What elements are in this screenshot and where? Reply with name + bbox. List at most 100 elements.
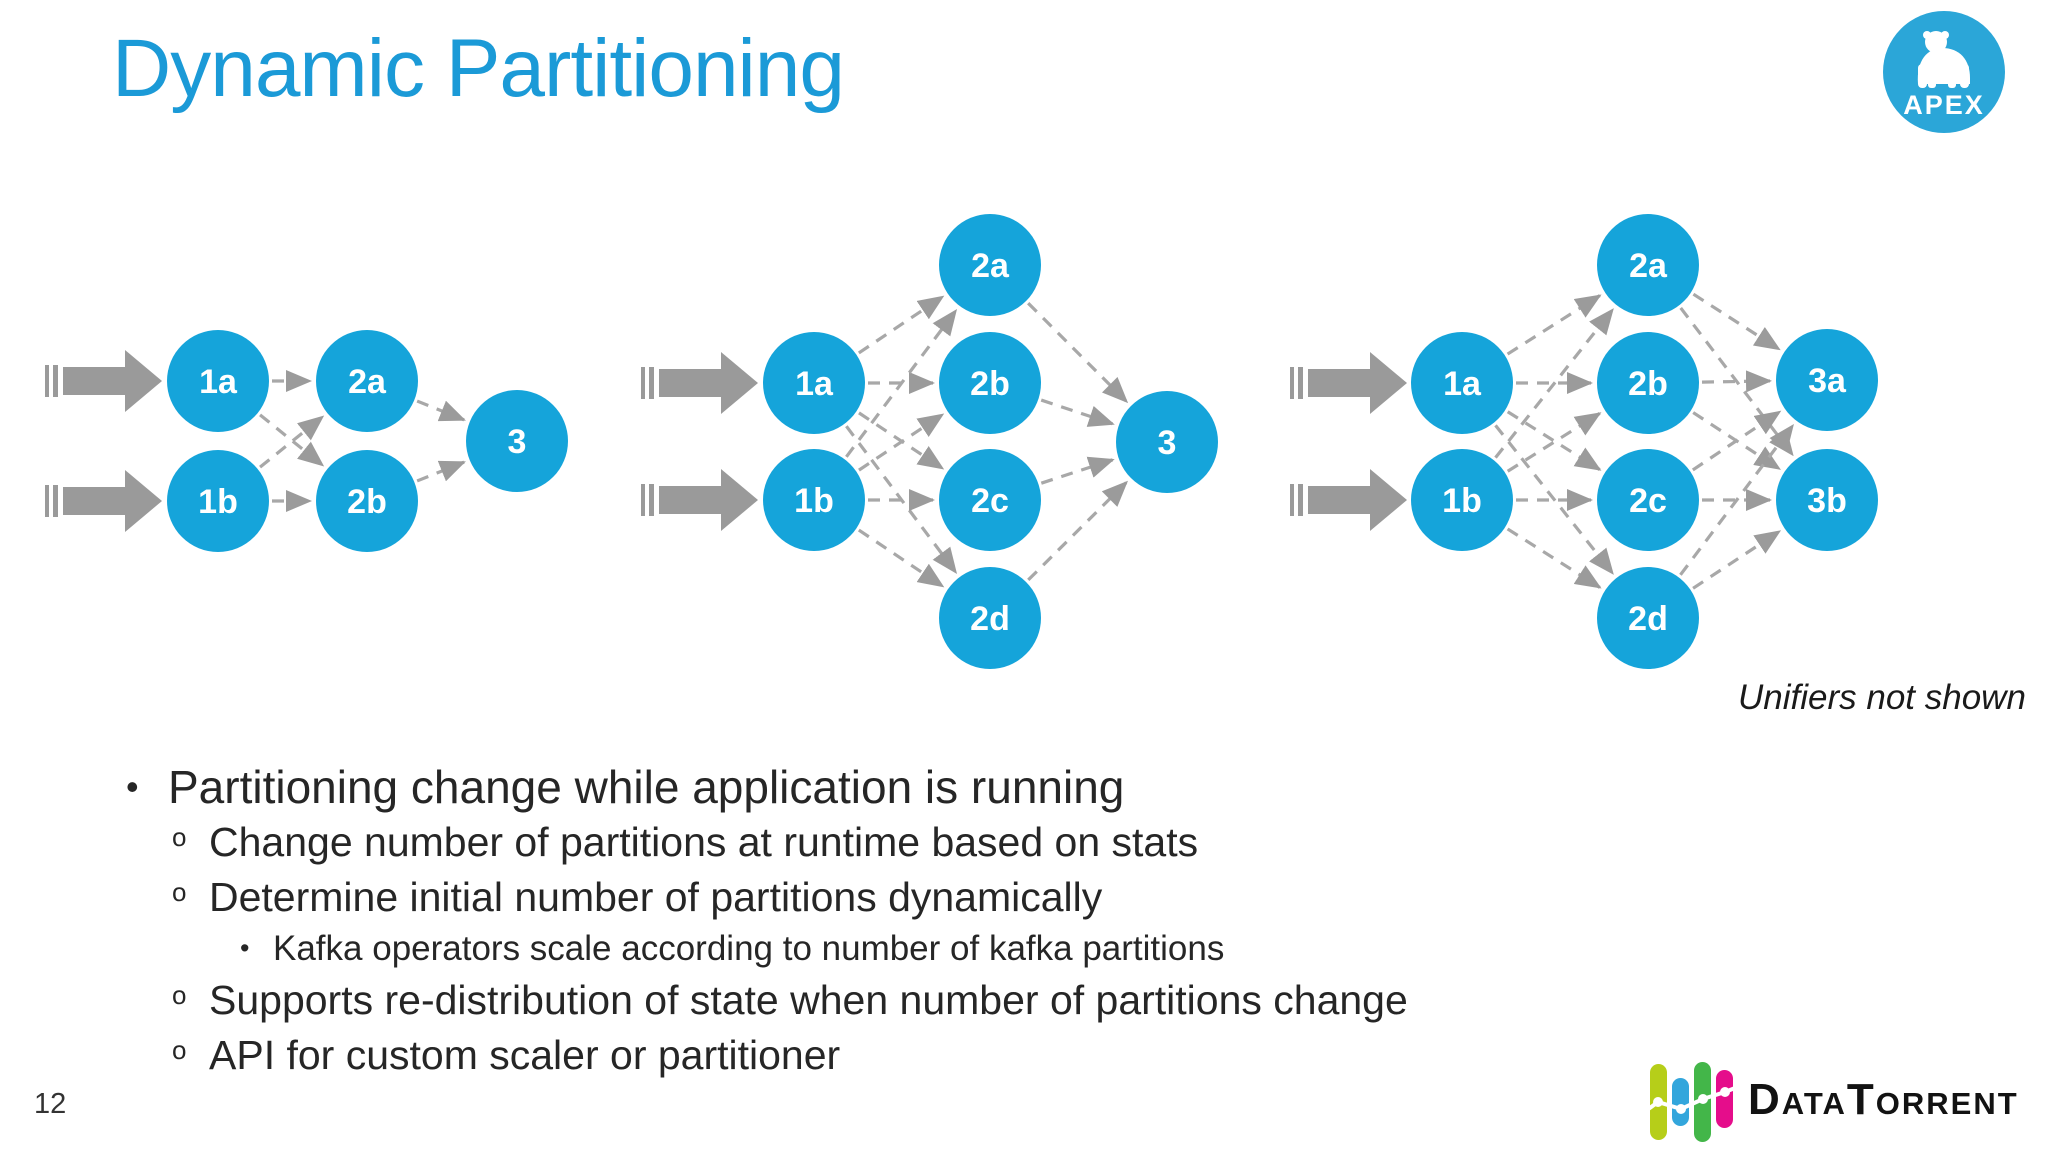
node-label: 2b	[970, 365, 1010, 403]
edge-1b-2d	[857, 528, 945, 588]
node-label: 2d	[1628, 600, 1668, 638]
node-1b	[1411, 449, 1513, 551]
edge-1b-2b	[1506, 411, 1602, 473]
datatorrent-wordmark: DataTorrent	[1748, 1075, 2019, 1124]
bullet-marker: o	[172, 822, 187, 852]
edge-2a-3	[416, 399, 466, 422]
bullet-text: Change number of partitions at runtime b…	[209, 819, 1199, 865]
node-label: 3	[1158, 424, 1177, 462]
node-2a	[316, 330, 418, 432]
edge-2a-3a	[1692, 292, 1781, 351]
dt-line-dot	[1676, 1104, 1686, 1114]
edge-1b-2b	[858, 413, 945, 472]
edge-1a-2a	[857, 295, 945, 355]
edge-1a-2a	[1506, 294, 1602, 356]
diagram-four-partitions: 1a 1b 2a 2b 2c 2d 3	[641, 214, 1218, 669]
input-arrow-icon	[45, 470, 162, 532]
node-label: 2a	[348, 363, 387, 401]
edge-1b-2a	[1494, 308, 1614, 459]
apex-logo-label: APEX	[1903, 90, 1985, 120]
edge-2d-3b	[1692, 530, 1782, 590]
input-arrow-icon	[641, 352, 758, 414]
edge-1a-2d	[845, 425, 958, 574]
bullet-text: Partitioning change while application is…	[168, 761, 1125, 813]
node-label: 2b	[1628, 365, 1668, 403]
edge-2b-3	[416, 460, 466, 483]
bullet-item: o API for custom scaler or partitioner	[0, 1032, 1800, 1079]
node-label: 1a	[795, 365, 834, 403]
node-label: 1b	[198, 483, 238, 521]
bullet-text: Kafka operators scale according to numbe…	[273, 929, 1225, 968]
node-1b	[763, 449, 865, 551]
node-2b	[939, 332, 1041, 434]
dt-bar	[1672, 1078, 1689, 1126]
bullet-marker: •	[126, 766, 139, 807]
edge-1a-2c	[1506, 410, 1602, 472]
bullet-text: API for custom scaler or partitioner	[209, 1032, 841, 1078]
input-arrow-icon	[641, 469, 758, 531]
node-label: 2c	[971, 482, 1009, 520]
edge-1b-2a	[259, 415, 325, 469]
node-2c	[1597, 449, 1699, 551]
node-label: 3	[508, 423, 527, 461]
node-3	[1116, 391, 1218, 493]
page-title: Dynamic Partitioning	[112, 23, 845, 114]
edge-2c-3a	[1691, 410, 1782, 472]
dt-line-dot	[1698, 1094, 1708, 1104]
dt-line-dot	[1720, 1087, 1730, 1097]
bullet-marker: o	[172, 980, 187, 1010]
node-label: 2a	[1629, 247, 1668, 285]
edge-2b-3	[1040, 398, 1115, 427]
dt-bar	[1716, 1070, 1733, 1128]
node-label: 2a	[971, 247, 1010, 285]
node-1a	[763, 332, 865, 434]
edge-2c-3	[1040, 456, 1115, 485]
bullet-text: Determine initial number of partitions d…	[209, 874, 1103, 920]
edge-2d-3	[1027, 480, 1128, 582]
node-label: 2b	[347, 483, 387, 521]
node-label: 1b	[794, 482, 834, 520]
node-2c	[939, 449, 1041, 551]
node-label: 1a	[199, 363, 238, 401]
bullet-marker: o	[172, 1035, 187, 1065]
edge-2b-3a	[1701, 370, 1773, 393]
node-3a	[1776, 329, 1878, 431]
bullet-item: o Change number of partitions at runtime …	[0, 819, 1800, 866]
node-2d	[939, 567, 1041, 669]
edge-1b-2d	[1506, 527, 1602, 589]
input-arrow-icon	[45, 350, 162, 412]
node-label: 1b	[1442, 482, 1482, 520]
node-3	[466, 390, 568, 492]
diagram-parallel-partitions: 1a 1b 2a 2b 2c 2d 3a 3b	[1290, 214, 1878, 669]
node-label: 2c	[1629, 482, 1667, 520]
node-2a	[939, 214, 1041, 316]
edge-2a-3	[1027, 302, 1129, 404]
bullet-list: • Partitioning change while application i…	[0, 760, 1800, 1087]
gorilla-icon	[1917, 31, 1970, 88]
node-1a	[167, 330, 269, 432]
edge-1a-2b	[259, 413, 325, 467]
bullet-item: • Partitioning change while application i…	[0, 760, 1800, 813]
node-label: 1a	[1443, 365, 1482, 403]
node-label: 2d	[970, 600, 1010, 638]
dt-line-dot	[1653, 1097, 1663, 1107]
node-2a	[1597, 214, 1699, 316]
bullet-marker: •	[240, 933, 250, 963]
unifiers-note: Unifiers not shown	[1738, 678, 2026, 717]
page-number: 12	[34, 1088, 67, 1120]
node-1b	[167, 450, 269, 552]
input-arrow-icon	[1290, 469, 1407, 531]
edge-1a-2d	[1494, 424, 1614, 575]
node-3b	[1776, 449, 1878, 551]
datatorrent-logo: DataTorrent	[1646, 1054, 2019, 1146]
node-label: 3a	[1808, 362, 1847, 400]
bullet-marker: o	[172, 877, 187, 907]
node-label: 3b	[1807, 482, 1847, 520]
node-2d	[1597, 567, 1699, 669]
node-1a	[1411, 332, 1513, 434]
apex-logo: APEX	[1883, 11, 2005, 133]
bullet-item: o Determine initial number of partitions …	[0, 874, 1800, 921]
